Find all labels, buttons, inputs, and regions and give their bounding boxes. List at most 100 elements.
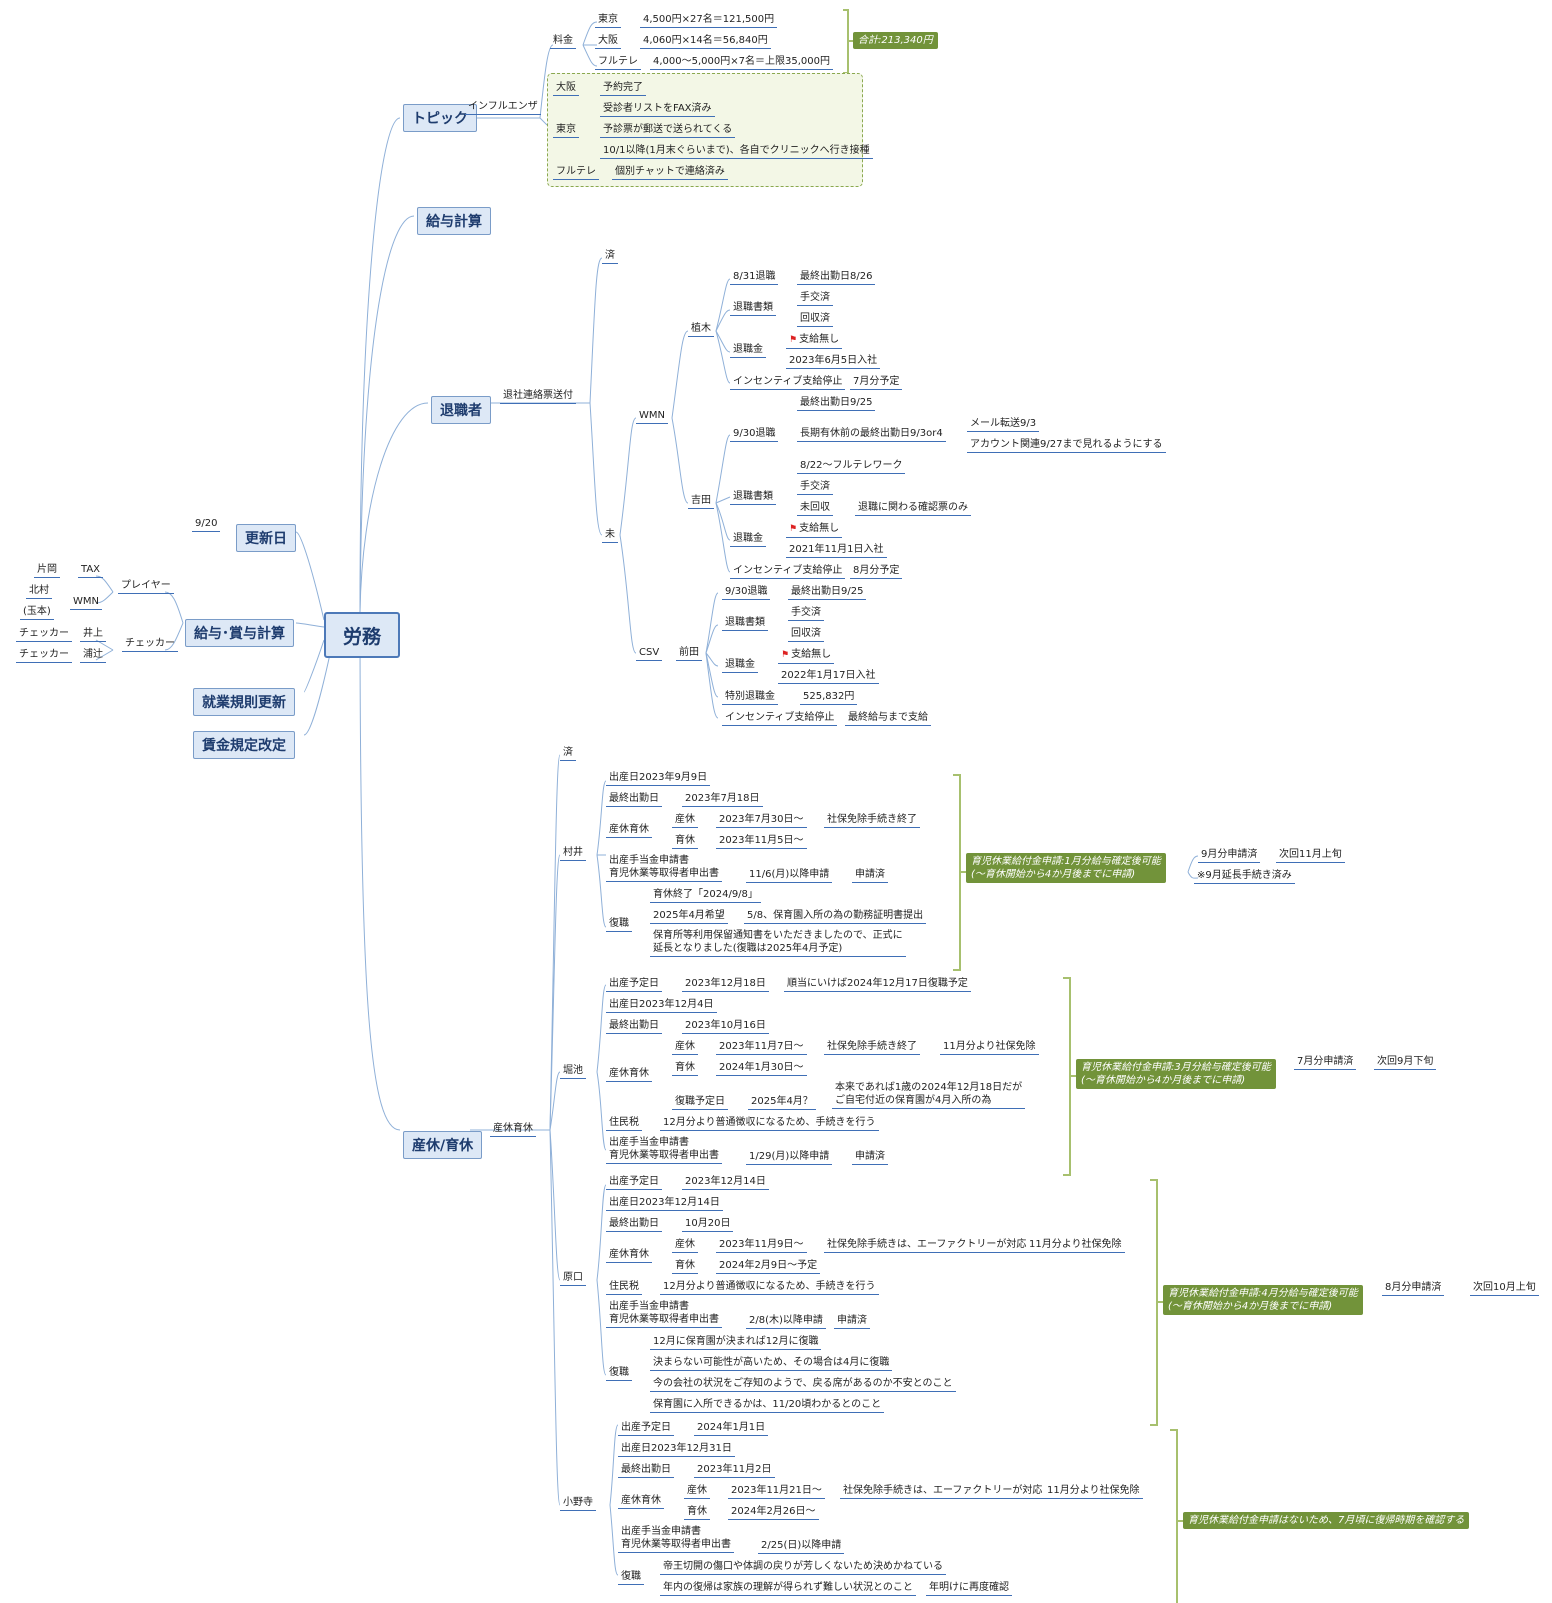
horiike-last[interactable]: 2023年10月16日 — [682, 1019, 769, 1034]
person-haraguchi[interactable]: 原口 — [560, 1271, 586, 1286]
ueki-docs-1[interactable]: 手交済 — [797, 291, 833, 306]
retiree-notice[interactable]: 退社連絡票送付 — [500, 389, 576, 404]
haraguchi-leave-label[interactable]: 産休育休 — [606, 1248, 652, 1263]
retiree-csv[interactable]: CSV — [636, 646, 663, 661]
horiike-sankyu[interactable]: 産休 — [672, 1040, 698, 1055]
onodera-apply[interactable]: 出産手当金申請書 育児休業等取得者申出書 — [618, 1525, 734, 1553]
fee-fulltele-calc[interactable]: 4,000～5,000円×7名＝上限35,000円 — [650, 55, 833, 70]
yoshida-joined[interactable]: 2021年11月1日入社 — [786, 543, 887, 558]
yoshida-incentive[interactable]: インセンティブ支給停止 — [730, 564, 846, 579]
influenza-tokyo-item-2[interactable]: 予診票が郵送で送られてくる — [600, 123, 736, 138]
maeda-docs[interactable]: 退職書類 — [722, 616, 768, 631]
onodera-ikukyu-date[interactable]: 2024年2月26日～ — [728, 1505, 819, 1520]
murai-apply-date[interactable]: 11/6(月)以降申請 — [746, 868, 833, 883]
onodera-return[interactable]: 復職 — [618, 1570, 644, 1585]
murai-extend[interactable]: 保育所等利用保留通知書をいただきましたので、正式に 延長となりました(復職は20… — [650, 929, 906, 957]
yoshida-account[interactable]: アカウント関連9/27まで見れるようにする — [967, 438, 1166, 453]
payroll-checker-1[interactable]: チェッカー — [16, 627, 72, 642]
fee-total-summary[interactable]: 合計:213,340円 — [853, 32, 938, 49]
horiike-due[interactable]: 2023年12月18日 — [682, 977, 769, 992]
haraguchi-due-label[interactable]: 出産予定日 — [606, 1175, 662, 1190]
branch-salary-bonus[interactable]: 給与･賞与計算 — [185, 619, 294, 647]
onodera-last-label[interactable]: 最終出勤日 — [618, 1463, 674, 1478]
ueki-joined[interactable]: 2023年6月5日入社 — [786, 354, 881, 369]
haraguchi-benefit-1[interactable]: 8月分申請済 — [1382, 1281, 1445, 1296]
horiike-ikukyu[interactable]: 育休 — [672, 1061, 698, 1076]
yoshida-mail[interactable]: メール転送9/3 — [967, 417, 1040, 432]
payroll-inoue[interactable]: 井上 — [80, 627, 106, 642]
murai-sankyu[interactable]: 産休 — [672, 813, 698, 828]
murai-benefit-1[interactable]: 9月分申請済 — [1198, 848, 1261, 863]
horiike-tax[interactable]: 12月分より普通徴収になるため、手続きを行う — [660, 1116, 879, 1131]
onodera-sankyu-note2[interactable]: 11月分より社保免除 — [1044, 1484, 1143, 1499]
ueki-last[interactable]: 最終出勤日8/26 — [797, 270, 876, 285]
haraguchi-apply-date[interactable]: 2/8(木)以降申請 — [746, 1314, 826, 1329]
maeda-docs-1[interactable]: 手交済 — [788, 606, 824, 621]
haraguchi-benefit-summary[interactable]: 育児休業給付金申請:4月分給与確定後可能 (～育休開始から4か月後までに申請) — [1163, 1285, 1363, 1315]
influenza-fulltele[interactable]: フルテレ — [553, 165, 599, 180]
yoshida-last[interactable]: 最終出勤日9/25 — [797, 396, 876, 411]
haraguchi-sankyu[interactable]: 産休 — [672, 1238, 698, 1253]
retiree-pending[interactable]: 未 — [602, 528, 618, 543]
onodera-return-2-note[interactable]: 年明けに再度確認 — [926, 1581, 1012, 1596]
ueki-incentive-value[interactable]: 7月分予定 — [850, 375, 903, 390]
haraguchi-apply-status[interactable]: 申請済 — [834, 1314, 870, 1329]
horiike-return-label[interactable]: 復職予定日 — [672, 1095, 728, 1110]
yoshida-pay[interactable]: 退職金 — [730, 532, 766, 547]
fee-osaka[interactable]: 大阪 — [595, 34, 621, 49]
branch-salary-calc[interactable]: 給与計算 — [417, 207, 491, 235]
ueki-docs-2[interactable]: 回収済 — [797, 312, 833, 327]
horiike-due-label[interactable]: 出産予定日 — [606, 977, 662, 992]
retiree-done[interactable]: 済 — [602, 249, 618, 264]
murai-benefit-2[interactable]: ※9月延長手続き済み — [1194, 869, 1295, 884]
maeda-last[interactable]: 最終出勤日9/25 — [788, 585, 867, 600]
horiike-return-note[interactable]: 本来であれば1歳の2024年12月18日だが ご自宅付近の保育園が4月入所の為 — [832, 1081, 1026, 1109]
murai-end[interactable]: 育休終了「2024/9/8」 — [650, 888, 761, 903]
haraguchi-due[interactable]: 2023年12月14日 — [682, 1175, 769, 1190]
haraguchi-apply[interactable]: 出産手当金申請書 育児休業等取得者申出書 — [606, 1300, 722, 1328]
retiree-yoshida[interactable]: 吉田 — [688, 494, 714, 509]
yoshida-telework[interactable]: 8/22～フルテレワーク — [797, 459, 906, 474]
haraguchi-tax-label[interactable]: 住民税 — [606, 1280, 642, 1295]
maeda-special-value[interactable]: 525,832円 — [800, 690, 858, 705]
influenza-tokyo[interactable]: 東京 — [553, 123, 579, 138]
onodera-return-1[interactable]: 帝王切開の傷口や体調の戻りが芳しくないため決めかねている — [660, 1560, 946, 1575]
haraguchi-return-3[interactable]: 今の会社の状況をご存知のようで、戻る席があるのか不安とのこと — [650, 1377, 956, 1392]
payroll-wmn[interactable]: WMN — [70, 595, 102, 610]
branch-maternity[interactable]: 産休/育休 — [403, 1131, 483, 1159]
onodera-birth[interactable]: 出産日2023年12月31日 — [618, 1442, 735, 1457]
haraguchi-return-1[interactable]: 12月に保育園が決まれば12月に復職 — [650, 1335, 822, 1350]
retiree-wmn[interactable]: WMN — [636, 409, 668, 424]
murai-return[interactable]: 復職 — [606, 917, 632, 932]
maeda-incentive-value[interactable]: 最終給与まで支給 — [845, 711, 931, 726]
person-onodera[interactable]: 小野寺 — [560, 1496, 596, 1511]
onodera-ikukyu[interactable]: 育休 — [684, 1505, 710, 1520]
haraguchi-sankyu-note[interactable]: 社保免除手続きは、エーファクトリーが対応 — [824, 1238, 1030, 1253]
horiike-sankyu-note[interactable]: 社保免除手続き終了 — [824, 1040, 920, 1055]
haraguchi-last[interactable]: 10月20日 — [682, 1217, 734, 1232]
murai-birth[interactable]: 出産日2023年9月9日 — [606, 771, 711, 786]
yoshida-uncollected-note[interactable]: 退職に関わる確認票のみ — [855, 501, 971, 516]
haraguchi-return-2[interactable]: 決まらない可能性が高いため、その場合は4月に復職 — [650, 1356, 893, 1371]
haraguchi-tax[interactable]: 12月分より普通徴収になるため、手続きを行う — [660, 1280, 879, 1295]
payroll-checker-2[interactable]: チェッカー — [16, 648, 72, 663]
yoshida-leave[interactable]: 長期有休前の最終出勤日9/3or4 — [797, 427, 946, 442]
haraguchi-ikukyu-date[interactable]: 2024年2月9日～予定 — [716, 1259, 821, 1274]
branch-topic[interactable]: トピック — [403, 104, 477, 132]
onodera-sankyu[interactable]: 産休 — [684, 1484, 710, 1499]
horiike-leave-label[interactable]: 産休育休 — [606, 1067, 652, 1082]
ueki-docs[interactable]: 退職書類 — [730, 301, 776, 316]
horiike-tax-label[interactable]: 住民税 — [606, 1116, 642, 1131]
horiike-benefit-summary[interactable]: 育児休業給付金申請:3月分給与確定後可能 (～育休開始から4か月後までに申請) — [1076, 1059, 1276, 1089]
horiike-birth[interactable]: 出産日2023年12月4日 — [606, 998, 717, 1013]
payroll-tamamoto[interactable]: (玉本) — [20, 605, 54, 620]
ueki-pay-none[interactable]: ⚑支給無し — [786, 333, 843, 349]
onodera-benefit-summary[interactable]: 育児休業給付金申請はないため、7月頃に復帰時期を確認する — [1183, 1512, 1470, 1529]
horiike-due-note[interactable]: 順当にいけば2024年12月17日復職予定 — [784, 977, 971, 992]
yoshida-incentive-value[interactable]: 8月分予定 — [850, 564, 903, 579]
haraguchi-last-label[interactable]: 最終出勤日 — [606, 1217, 662, 1232]
haraguchi-sankyu-note2[interactable]: 11月分より社保免除 — [1026, 1238, 1125, 1253]
branch-update-date[interactable]: 更新日 — [236, 524, 296, 552]
haraguchi-birth[interactable]: 出産日2023年12月14日 — [606, 1196, 723, 1211]
root-topic[interactable]: 労務 — [324, 612, 400, 658]
